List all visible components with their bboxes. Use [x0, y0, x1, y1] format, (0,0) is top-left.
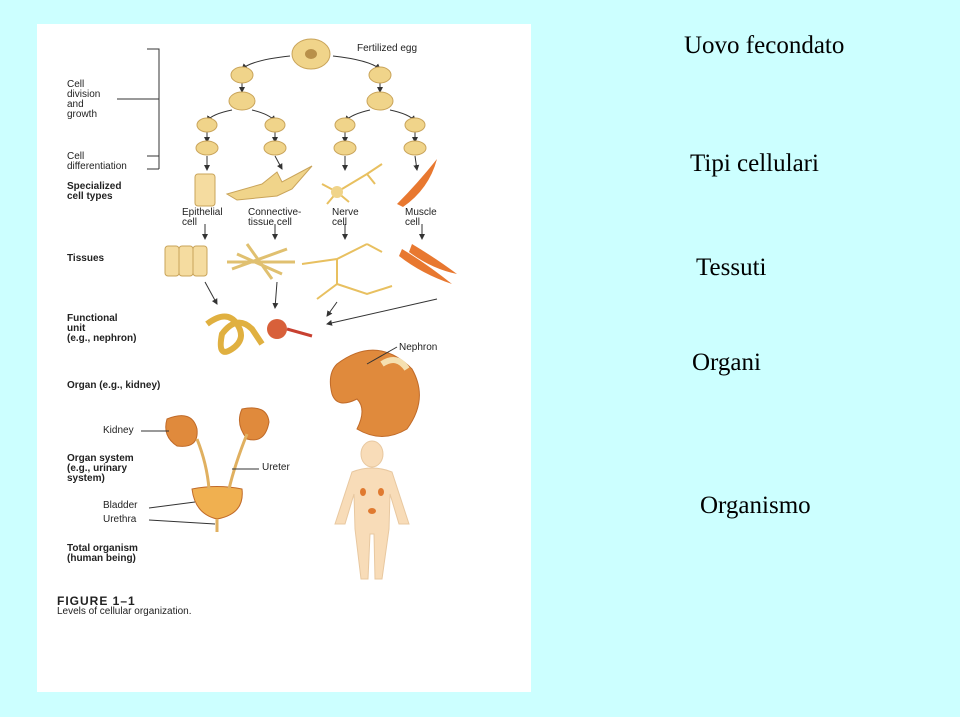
- label-kidney: Kidney: [103, 425, 134, 436]
- label-nephron: Nephron: [399, 342, 438, 353]
- label-connective-tissue-cell: Connective- tissue cell: [248, 207, 302, 228]
- muscle-cell: [397, 159, 437, 207]
- label-epithelial-cell: Epithelial cell: [182, 207, 223, 228]
- side-label-organismo: Organismo: [700, 492, 811, 519]
- label-muscle-cell: Muscle cell: [405, 207, 437, 228]
- label-urethra: Urethra: [103, 514, 137, 525]
- connective-tissue: [227, 243, 295, 280]
- side-label-organi: Organi: [692, 349, 761, 376]
- muscle-tissue: [399, 244, 457, 284]
- connective-tissue-cell: [225, 165, 313, 201]
- figure-illustration: [117, 38, 457, 580]
- label-organ-system: Organ system (e.g., urinary system): [67, 453, 134, 484]
- label-organ: Organ (e.g., kidney): [67, 380, 161, 391]
- label-cell-differentiation: Cell differentiation: [67, 151, 127, 172]
- epithelial-tissue: [164, 245, 208, 277]
- human-body: [334, 440, 410, 580]
- dividing-cells: [195, 66, 427, 156]
- label-specialized-cell-types: Specialized cell types: [67, 181, 122, 202]
- tissue-arrows: [202, 224, 425, 240]
- label-bladder: Bladder: [103, 500, 138, 511]
- label-total-organism: Total organism (human being): [67, 543, 138, 564]
- label-functional-unit: Functional unit (e.g., nephron): [67, 313, 137, 344]
- label-fertilized-egg: Fertilized egg: [357, 43, 418, 54]
- label-leaders: [141, 430, 259, 525]
- label-tissues: Tissues: [67, 253, 105, 264]
- figure-caption-title: FIGURE 1–1: [57, 594, 136, 608]
- figure-caption-text: Levels of cellular organization.: [57, 606, 192, 617]
- nerve-cell: [321, 163, 383, 205]
- urinary-system: [165, 407, 270, 520]
- side-label-tessuti: Tessuti: [696, 254, 767, 281]
- levels-of-organization-figure: Fertilized egg Cell division and growth …: [37, 24, 531, 692]
- label-nerve-cell: Nerve cell: [332, 207, 359, 228]
- side-label-uovo-fecondato: Uovo fecondato: [684, 32, 845, 59]
- kidney-organ: [329, 349, 420, 437]
- nephron: [205, 313, 265, 355]
- epithelial-cell: [194, 173, 216, 207]
- bracket-lines: [117, 48, 160, 170]
- functional-unit-arrows: [204, 281, 438, 326]
- differentiation-arrows: [204, 155, 420, 171]
- side-label-tipi-cellulari: Tipi cellulari: [690, 150, 819, 177]
- label-ureter: Ureter: [262, 462, 290, 473]
- label-cell-division: Cell division and growth: [67, 79, 101, 120]
- nerve-tissue: [301, 243, 393, 300]
